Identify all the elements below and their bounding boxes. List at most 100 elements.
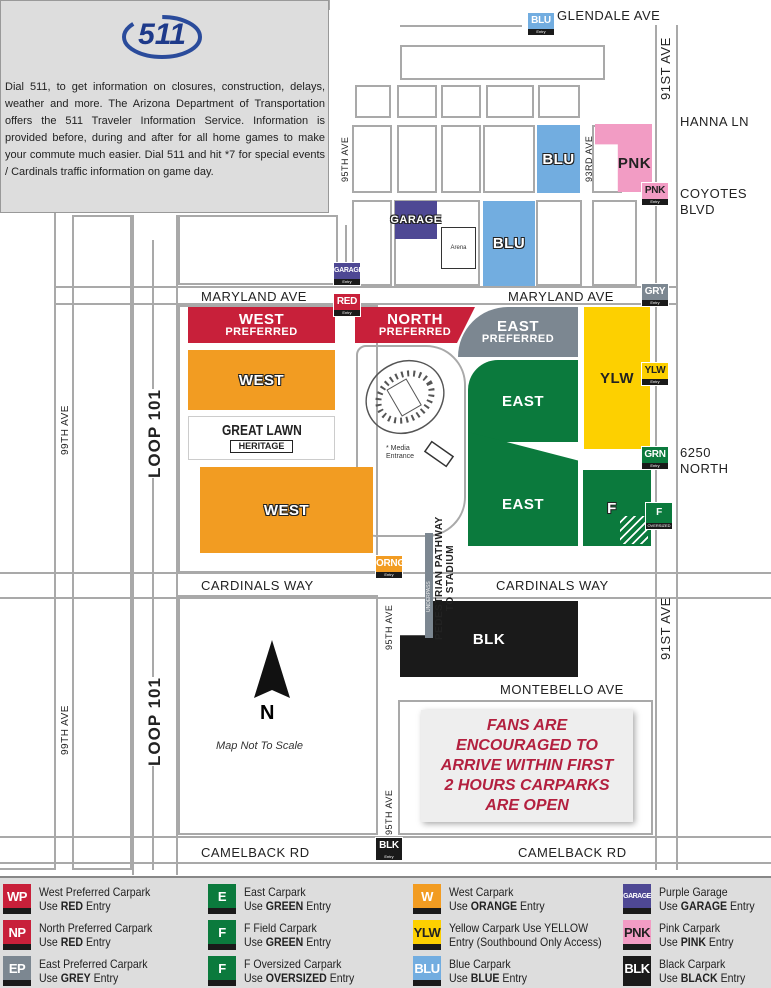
legend-swatch-icon: EP: [3, 956, 31, 986]
arena: Arena: [441, 227, 476, 269]
road-loop-101-north: LOOP 101: [145, 389, 165, 478]
block: [178, 595, 378, 835]
road-edge: [345, 225, 347, 285]
media-entrance-label: * Media Entrance: [386, 445, 415, 460]
underpass-label: UNDERPASS: [426, 581, 432, 612]
block: [397, 125, 437, 193]
block: [486, 85, 534, 118]
info-511-text: Dial 511, to get information on closures…: [5, 81, 325, 178]
north-arrow-icon: [254, 640, 290, 698]
road-edge: [56, 303, 676, 305]
block: [400, 45, 605, 80]
road-edge: [676, 25, 678, 870]
lot-sublabel: PREFERRED: [378, 326, 452, 338]
lot-label: YLW: [600, 369, 634, 387]
legend-swatch-icon: YLW: [413, 920, 441, 950]
legend-swatch-icon: E: [208, 884, 236, 914]
lot-label: NORTH: [387, 311, 443, 328]
lot-west-1[interactable]: WEST: [188, 350, 335, 410]
legend-swatch-icon: GARAGE: [623, 884, 651, 914]
lot-east-1[interactable]: EAST: [468, 360, 578, 442]
pedestrian-underpass: [425, 533, 433, 638]
lot-label: EAST: [501, 495, 544, 513]
legend-swatch-icon: PNK: [623, 920, 651, 950]
lot-label: GREAT LAWN: [221, 422, 302, 439]
road-edge: [0, 862, 771, 864]
road-edge: [400, 25, 522, 31]
oversized-area: [620, 516, 648, 544]
road-loop-101-south: LOOP 101: [145, 677, 165, 766]
block: [538, 85, 580, 118]
road-edge: [56, 286, 676, 288]
stadium-plaza: [356, 345, 466, 537]
lot-sublabel: PREFERRED: [481, 333, 555, 345]
block: [72, 215, 132, 870]
road-montebello-ave: MONTEBELLO AVE: [500, 682, 624, 697]
511-logo: 511: [119, 7, 205, 63]
lot-label: GARAGE: [390, 213, 442, 226]
loop-101-road: [132, 215, 178, 875]
lot-west-2[interactable]: WEST: [200, 467, 373, 553]
road-cardinals-way-west: CARDINALS WAY: [201, 578, 314, 593]
road-glendale-ave: GLENDALE AVE: [557, 8, 661, 23]
lot-east-2[interactable]: EAST: [468, 432, 578, 546]
lot-label: EAST: [501, 392, 544, 410]
media-entrance-icon: [423, 440, 455, 468]
lot-sublabel: PREFERRED: [225, 326, 298, 338]
lot-label: PNK: [617, 154, 652, 172]
lot-blue-2[interactable]: BLU: [483, 201, 535, 286]
lot-blue-1[interactable]: BLU: [537, 125, 580, 193]
purple-garage[interactable]: GARAGE: [390, 201, 441, 239]
road-95th-ave-north: 95TH AVE: [340, 136, 350, 182]
scale-note: Map Not To Scale: [216, 740, 304, 752]
block: [483, 125, 535, 193]
road-91st-ave-north: 91ST AVE: [658, 37, 673, 100]
block: [592, 200, 637, 286]
info-511-box: 511 Dial 511, to get information on clos…: [0, 0, 329, 213]
road-hanna-ln: HANNA LN: [680, 114, 750, 129]
lot-yellow[interactable]: YLW: [584, 307, 650, 449]
road-edge: [0, 597, 771, 599]
legend-swatch-icon: F: [208, 956, 236, 986]
lot-label: WEST: [238, 371, 285, 389]
block: [441, 125, 481, 193]
road-camelback-rd-west: CAMELBACK RD: [201, 845, 310, 860]
legend-swatch-icon: WP: [3, 884, 31, 914]
road-maryland-ave-west: MARYLAND AVE: [201, 289, 307, 304]
legend-swatch-icon: BLK: [623, 956, 651, 986]
lot-label: BLU: [542, 150, 575, 168]
block: [178, 215, 338, 285]
legend-swatch-icon: F: [208, 920, 236, 950]
